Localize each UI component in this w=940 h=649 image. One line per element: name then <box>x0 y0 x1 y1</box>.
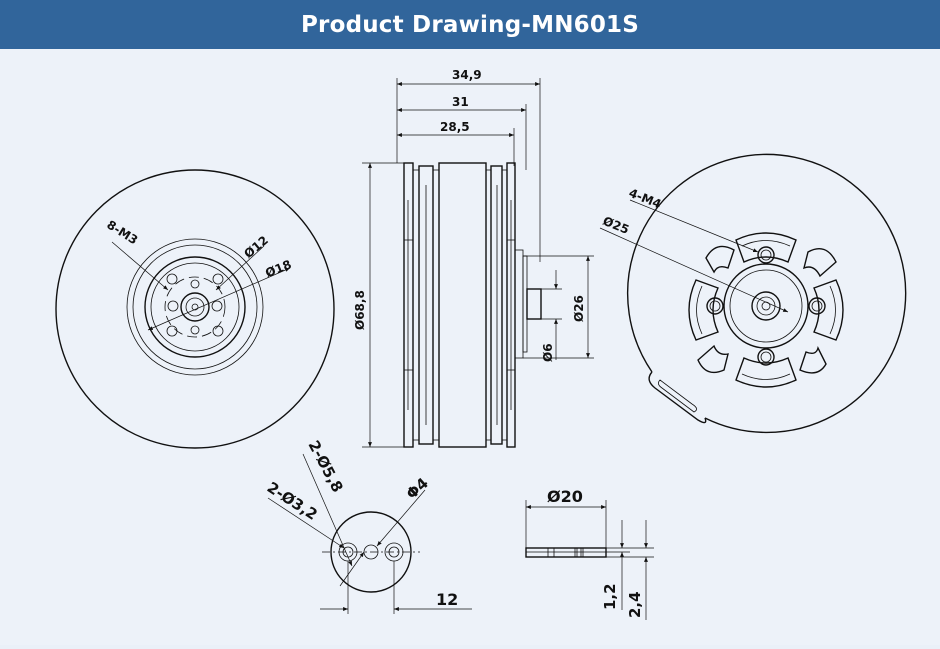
rear-hub-inner <box>729 269 803 343</box>
leader-dia25 <box>599 227 789 313</box>
front-m3-holes <box>166 273 224 337</box>
rear-cable-slot <box>658 379 697 413</box>
leader-phi4 <box>376 489 426 547</box>
page-header: Product Drawing-MN601S <box>0 0 940 49</box>
label-12: 12 <box>436 590 458 609</box>
motor-shaft <box>526 288 542 320</box>
rear-view: 4-M4 Ø25 <box>599 153 907 434</box>
m3-hole <box>211 300 223 312</box>
m3-hole <box>166 325 178 337</box>
front-hub-inner <box>150 262 240 352</box>
page-title: Product Drawing-MN601S <box>300 11 640 38</box>
front-ring-2 <box>132 244 258 370</box>
prop-adapter: 2-Ø5,8 2-Ø3,2 Φ4 12 <box>264 437 472 614</box>
rear-hub <box>723 263 809 349</box>
label-2-dia5-8: 2-Ø5,8 <box>304 437 346 495</box>
label-1-2: 1,2 <box>601 583 619 610</box>
label-28-5: 28,5 <box>440 120 470 134</box>
leader-4m4 <box>629 199 759 253</box>
label-phi4: Φ4 <box>403 474 432 503</box>
front-hub <box>144 256 246 358</box>
m3-hole <box>212 273 224 285</box>
m3-hole <box>166 273 178 285</box>
motor-side-body <box>403 162 542 448</box>
label-31: 31 <box>452 95 469 109</box>
technical-drawing: 8-M3 Ø12 Ø18 34,9 31 28,5 <box>55 68 907 620</box>
drawing-area: 8-M3 Ø12 Ø18 34,9 31 28,5 <box>0 49 940 645</box>
front-outer-circle <box>55 169 335 449</box>
washer-profile <box>525 547 607 558</box>
label-2-4: 2,4 <box>626 591 644 618</box>
rear-cable-exit <box>648 371 707 424</box>
m3-hole <box>190 325 200 335</box>
front-center-boss <box>180 292 210 322</box>
m3-hole <box>167 300 179 312</box>
label-4m4: 4-M4 <box>627 186 663 212</box>
washer-view: Ø20 1,2 2,4 <box>525 487 654 620</box>
front-bolt-circle <box>164 276 226 338</box>
front-view: 8-M3 Ø12 Ø18 <box>55 169 335 449</box>
label-dia25: Ø25 <box>601 214 631 237</box>
rear-m4-holes <box>706 246 826 366</box>
label-dia18: Ø18 <box>263 257 293 280</box>
rear-bearing <box>751 291 781 321</box>
leader-dia18 <box>147 267 291 331</box>
label-34-9: 34,9 <box>452 68 482 82</box>
leader-2-dia3-2 <box>267 497 345 549</box>
label-dia6: Ø6 <box>541 343 555 362</box>
front-ring-1 <box>126 238 264 376</box>
side-view: 34,9 31 28,5 <box>353 68 594 448</box>
label-dia20: Ø20 <box>547 487 583 506</box>
adapter-disc <box>330 511 412 593</box>
label-dia26: Ø26 <box>572 295 586 322</box>
label-dia68-8: Ø68,8 <box>353 290 367 330</box>
rear-outer-circle <box>627 153 907 434</box>
label-8m3: 8-M3 <box>104 218 140 248</box>
label-dia12: Ø12 <box>241 233 271 261</box>
m3-hole <box>190 279 200 289</box>
m3-hole <box>212 325 224 337</box>
